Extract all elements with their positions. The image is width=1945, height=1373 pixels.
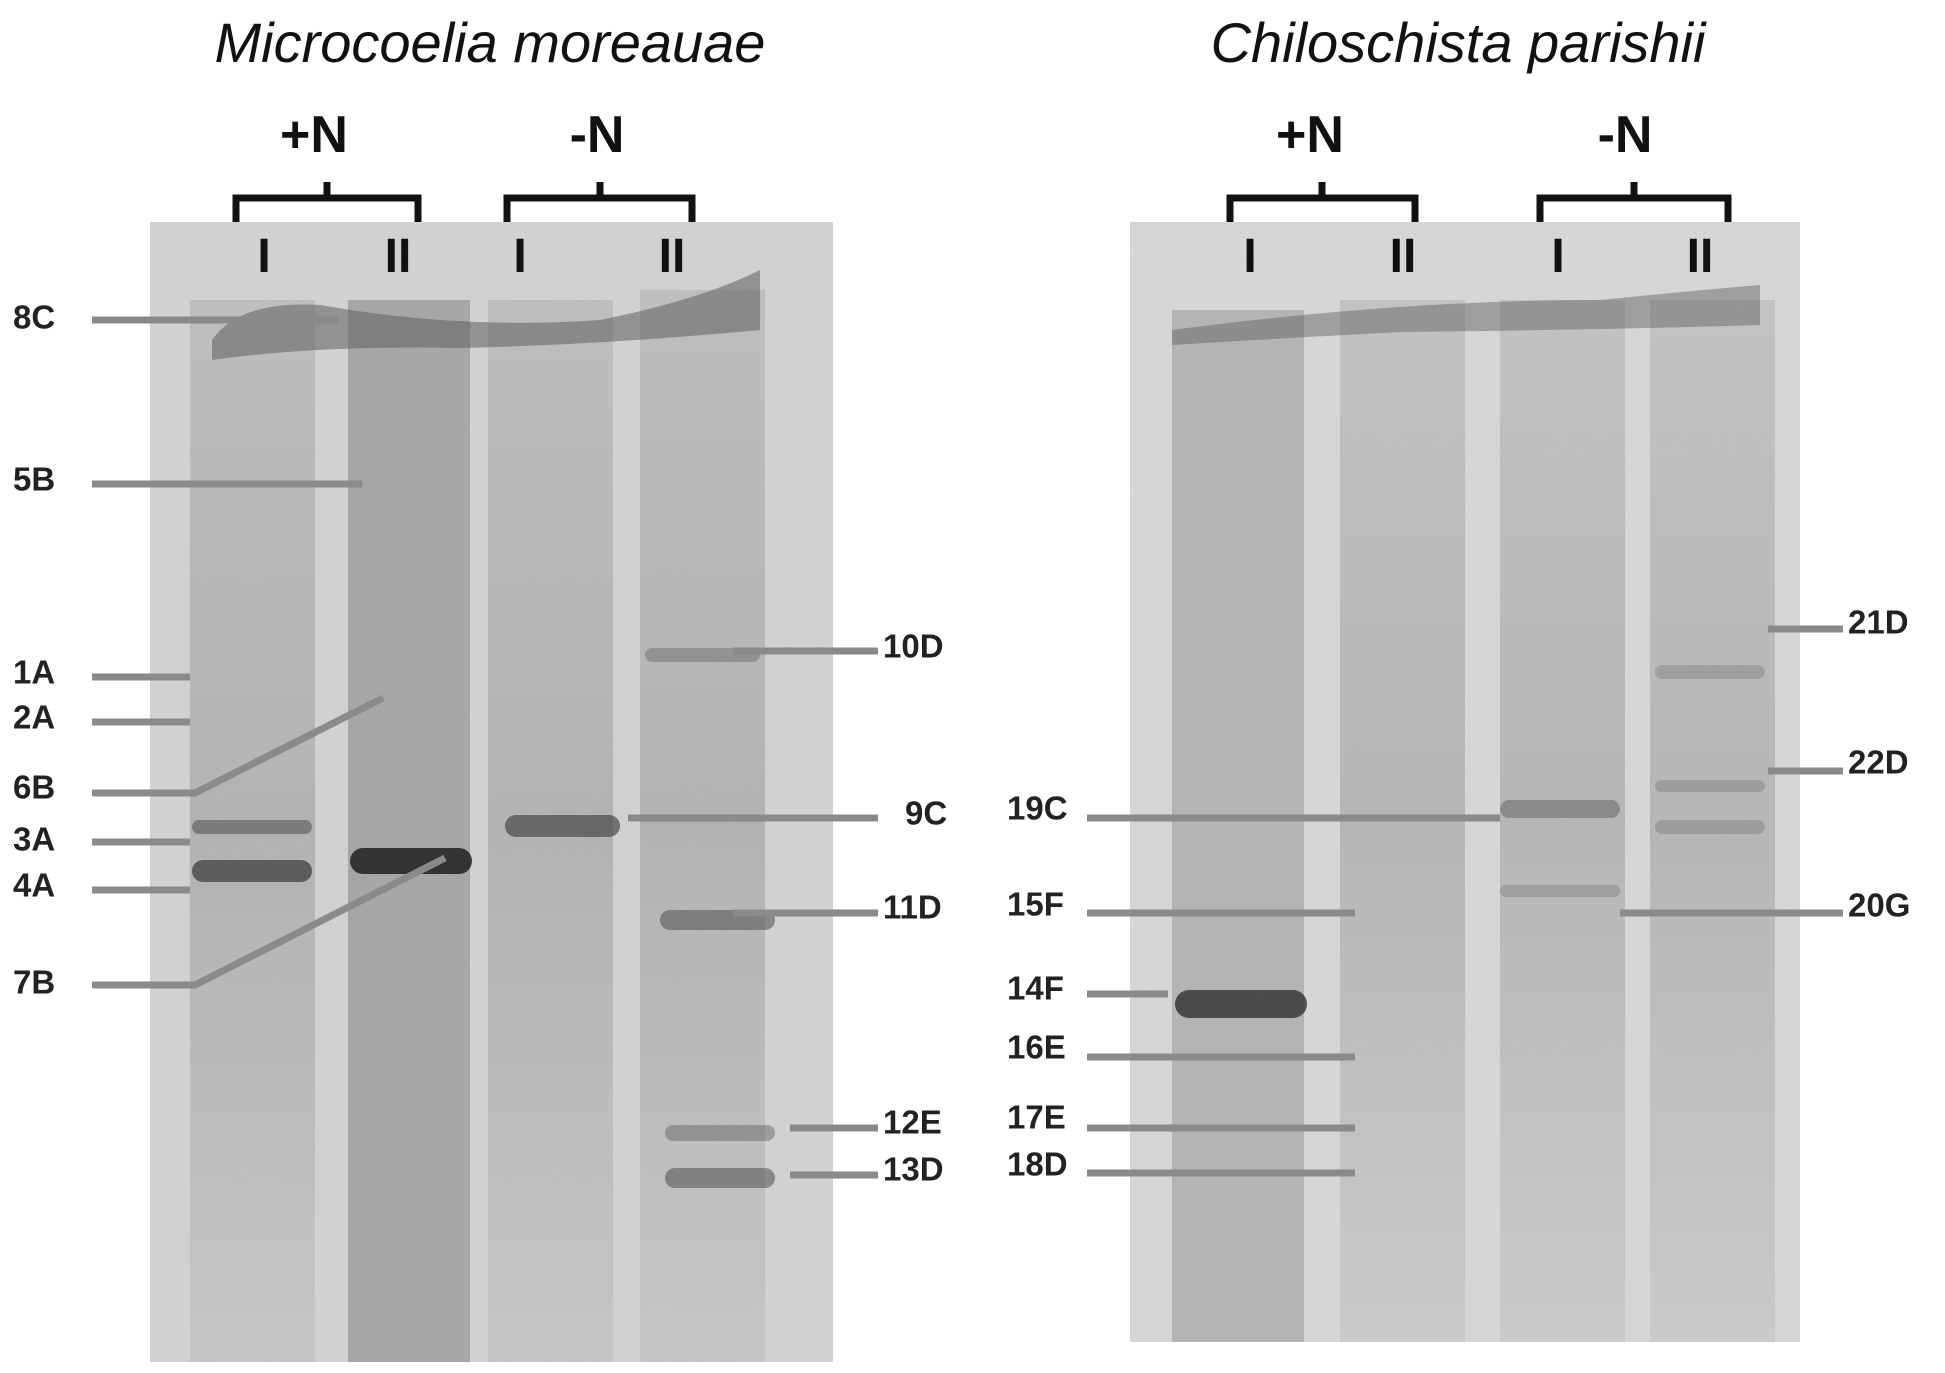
band-label: 7B	[13, 964, 55, 1001]
panel-microcoelia: Microcoelia moreauae +N -N	[13, 11, 947, 1362]
band-label: 1A	[13, 654, 55, 691]
condition-label: -N	[570, 106, 625, 164]
lane-label: I	[513, 230, 526, 283]
band-label: 4A	[13, 867, 55, 904]
band-label: 5B	[13, 461, 55, 498]
band-label: 3A	[13, 821, 55, 858]
lane-label: II	[385, 230, 412, 283]
bracket-minus-n	[1536, 182, 1732, 222]
panel-title: Microcoelia moreauae	[215, 11, 766, 74]
band-label: 21D	[1848, 604, 1909, 641]
lane-label: II	[1390, 230, 1417, 283]
lane-label: I	[257, 230, 270, 283]
band-label: 13D	[883, 1151, 944, 1188]
band-label: 11D	[883, 889, 942, 926]
panel-title: Chiloschista parishii	[1211, 11, 1707, 74]
gel-image	[1130, 222, 1800, 1342]
band-label: 19C	[1007, 790, 1068, 827]
lane-label: II	[1687, 230, 1714, 283]
band-label: 15F	[1007, 886, 1064, 923]
band-label: 12E	[883, 1104, 942, 1141]
lane-label: I	[1243, 230, 1256, 283]
band-label: 8C	[13, 299, 55, 336]
band-label: 2A	[13, 699, 55, 736]
gel-image	[150, 222, 833, 1362]
band-label: 6B	[13, 769, 55, 806]
condition-label: -N	[1598, 106, 1653, 164]
band-label: 16E	[1007, 1029, 1066, 1066]
band-label: 18D	[1007, 1146, 1068, 1183]
bracket-plus-n	[1226, 182, 1419, 222]
band-label: 14F	[1007, 970, 1064, 1007]
bracket-plus-n	[232, 182, 422, 222]
band-label: 9C	[905, 795, 947, 832]
lane-label: II	[659, 230, 686, 283]
bracket-minus-n	[503, 182, 696, 222]
lane-label: I	[1551, 230, 1564, 283]
band-pointer-lines	[92, 316, 878, 1179]
panel-chiloschista: Chiloschista parishii +N -N I II	[1007, 11, 1910, 1342]
condition-label: +N	[1276, 106, 1344, 164]
band-label: 20G	[1848, 887, 1910, 924]
band-pointer-lines	[1087, 625, 1843, 1177]
band-label: 17E	[1007, 1099, 1066, 1136]
condition-label: +N	[280, 106, 348, 164]
band-label: 10D	[883, 628, 944, 665]
band-label: 22D	[1848, 744, 1909, 781]
